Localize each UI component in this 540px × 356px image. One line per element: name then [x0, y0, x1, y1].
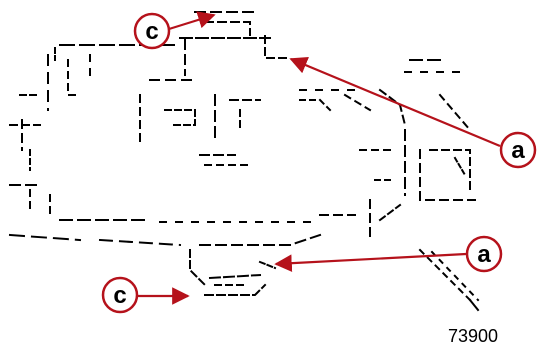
- callout-c-bottom: c: [101, 276, 139, 314]
- callout-c-top: c: [133, 12, 171, 50]
- figure-number: 73900: [448, 326, 499, 346]
- callout-c-top-leader: [168, 11, 216, 31]
- component-line-art: [8, 11, 480, 312]
- callout-a-top-leader: [289, 56, 501, 148]
- callout-a-top-label: a: [511, 137, 525, 164]
- callout-c-bottom-label: c: [113, 282, 126, 309]
- callout-a-bottom-leader: [274, 252, 467, 272]
- callout-a-bottom: a: [465, 235, 503, 273]
- callout-arrows: [138, 11, 501, 305]
- callout-a-bottom-label: a: [477, 241, 491, 268]
- callout-a-top: a: [499, 131, 537, 169]
- callout-c-top-label: c: [145, 18, 158, 45]
